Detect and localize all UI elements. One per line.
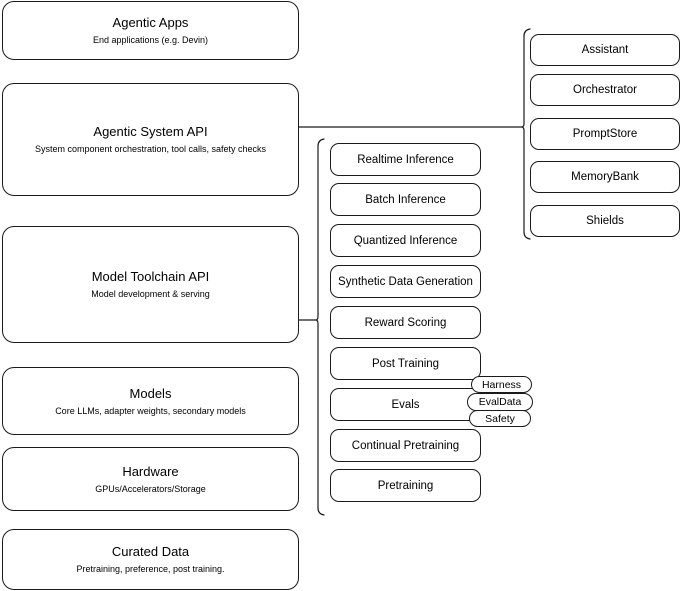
toolchain-item-continual-pretraining[interactable]: Continual Pretraining [330, 429, 481, 462]
layer-subtitle: End applications (e.g. Devin) [92, 35, 209, 45]
system-item-label: MemoryBank [571, 171, 639, 183]
toolchain-item-label: Realtime Inference [357, 153, 454, 166]
layer-title: Models [129, 385, 172, 401]
layer-box-agentic-apps[interactable]: Agentic Apps End applications (e.g. Devi… [2, 1, 299, 60]
layer-title: Curated Data [111, 544, 190, 559]
layer-title: Hardware [122, 463, 179, 479]
toolchain-item-label: Pretraining [377, 479, 434, 492]
toolchain-item-quantized-inference[interactable]: Quantized Inference [330, 224, 481, 257]
layer-subtitle: GPUs/Accelerators/Storage [95, 483, 206, 494]
toolchain-item-label: Synthetic Data Generation [338, 275, 473, 288]
eval-pill-harness[interactable]: Harness [471, 376, 532, 393]
system-item-label: Assistant [581, 44, 629, 56]
eval-pill-label: Safety [485, 412, 515, 425]
eval-pill-safety[interactable]: Safety [469, 410, 531, 427]
brace-toolchain-children [298, 138, 325, 516]
toolchain-item-pretraining[interactable]: Pretraining [330, 469, 481, 502]
system-item-label: PromptStore [572, 128, 638, 140]
toolchain-item-label: Evals [391, 398, 420, 411]
layer-box-models[interactable]: Models Core LLMs, adapter weights, secon… [2, 367, 299, 435]
layer-box-model-toolchain-api[interactable]: Model Toolchain API Model development & … [2, 226, 299, 343]
toolchain-item-label: Quantized Inference [353, 234, 458, 247]
layer-subtitle: Core LLMs, adapter weights, secondary mo… [55, 405, 246, 416]
layer-title: Agentic Apps [112, 15, 189, 30]
eval-pill-label: Harness [481, 378, 522, 391]
layer-box-agentic-system-api[interactable]: Agentic System API System component orch… [2, 83, 299, 196]
toolchain-item-evals[interactable]: Evals [330, 388, 481, 421]
layer-title: Model Toolchain API [91, 269, 210, 284]
layer-box-curated-data[interactable]: Curated Data Pretraining, preference, po… [2, 529, 299, 590]
system-item-label: Shields [586, 215, 624, 227]
toolchain-item-realtime-inference[interactable]: Realtime Inference [330, 143, 481, 176]
layer-box-hardware[interactable]: Hardware GPUs/Accelerators/Storage [2, 447, 299, 511]
system-item-shields[interactable]: Shields [530, 205, 680, 237]
toolchain-item-label: Batch Inference [365, 193, 446, 206]
eval-pill-label: EvalData [478, 396, 522, 408]
system-item-promptstore[interactable]: PromptStore [530, 118, 680, 150]
layer-subtitle: Model development & serving [91, 289, 210, 299]
toolchain-item-reward-scoring[interactable]: Reward Scoring [330, 306, 481, 339]
system-item-label: Orchestrator [573, 84, 637, 96]
toolchain-item-label: Post Training [371, 357, 440, 370]
layer-subtitle: Pretraining, preference, post training. [76, 564, 225, 574]
eval-pill-evaldata[interactable]: EvalData [467, 393, 533, 411]
brace-system-children [517, 28, 531, 240]
system-item-assistant[interactable]: Assistant [530, 34, 680, 66]
system-item-orchestrator[interactable]: Orchestrator [530, 74, 680, 106]
toolchain-item-post-training[interactable]: Post Training [330, 347, 481, 380]
system-item-memorybank[interactable]: MemoryBank [530, 161, 680, 193]
toolchain-item-label: Continual Pretraining [351, 439, 460, 452]
toolchain-item-synthetic-data-generation[interactable]: Synthetic Data Generation [330, 265, 481, 298]
layer-subtitle: System component orchestration, tool cal… [34, 144, 267, 154]
layer-title: Agentic System API [93, 124, 208, 139]
toolchain-item-batch-inference[interactable]: Batch Inference [330, 183, 481, 216]
toolchain-item-label: Reward Scoring [364, 316, 447, 329]
